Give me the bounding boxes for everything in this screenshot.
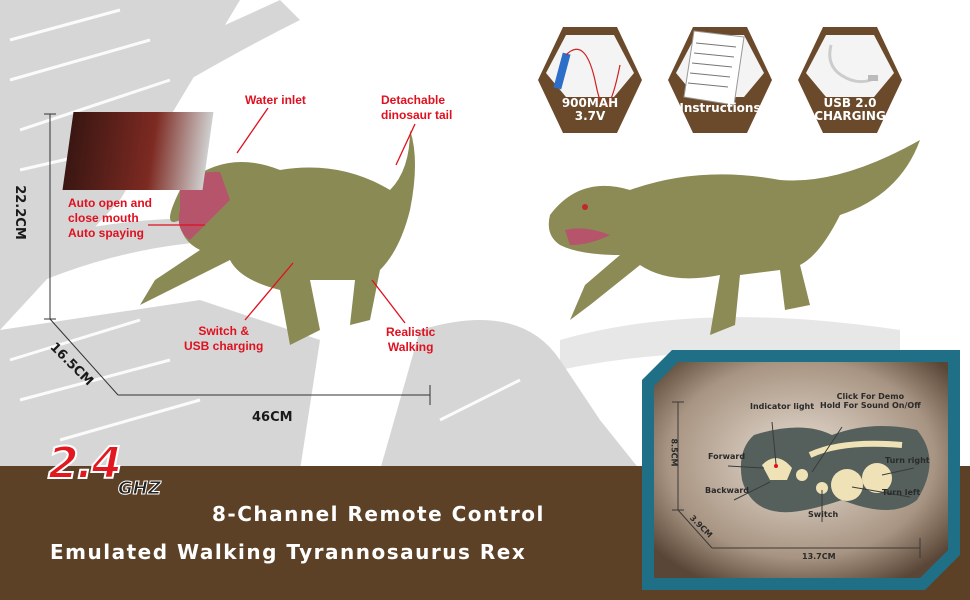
remote-label-switch: Switch	[808, 510, 839, 519]
dimension-length: 46CM	[252, 410, 293, 425]
frequency-badge: 2.4 GHZ	[47, 438, 161, 500]
headline-line1: 8-Channel Remote Control	[212, 502, 545, 526]
callout-water-inlet: Water inlet	[245, 93, 306, 107]
indicator-light-icon	[774, 464, 778, 468]
headline-line2: Emulated Walking Tyrannosaurus Rex	[50, 540, 527, 564]
dinosaur-image-side	[548, 140, 920, 335]
remote-label-demo: Click For Demo Hold For Sound On/Off	[820, 392, 921, 410]
remote-label-turn-left: Turn left	[882, 488, 921, 497]
remote-label-turn-right: Turn right	[885, 456, 930, 465]
remote-dimension-height: 8.5CM	[669, 438, 679, 467]
manual-icon	[683, 30, 745, 106]
mouth-spray-inset	[62, 112, 214, 190]
battery-icon	[553, 52, 571, 90]
accessory-instructions: Instructions	[666, 25, 774, 135]
callout-detachable-tail: Detachable dinosaur tail	[381, 93, 453, 122]
remote-label-indicator: Indicator light	[750, 402, 815, 411]
remote-label-forward: Forward	[708, 452, 746, 461]
remote-control-panel: Indicator light Click For Demo Hold For …	[642, 350, 960, 590]
callout-mouth-spray: Auto open and close mouth Auto spaying	[68, 196, 152, 240]
usb-cable-icon	[828, 44, 872, 84]
remote-label-backward: Backward	[705, 486, 750, 495]
remote-dimension-width: 13.7CM	[802, 552, 836, 561]
callout-switch-usb: Switch & USB charging	[184, 324, 264, 353]
callout-realistic-walking: Realistic Walking	[386, 325, 436, 354]
dimension-height: 22.2CM	[11, 185, 27, 240]
